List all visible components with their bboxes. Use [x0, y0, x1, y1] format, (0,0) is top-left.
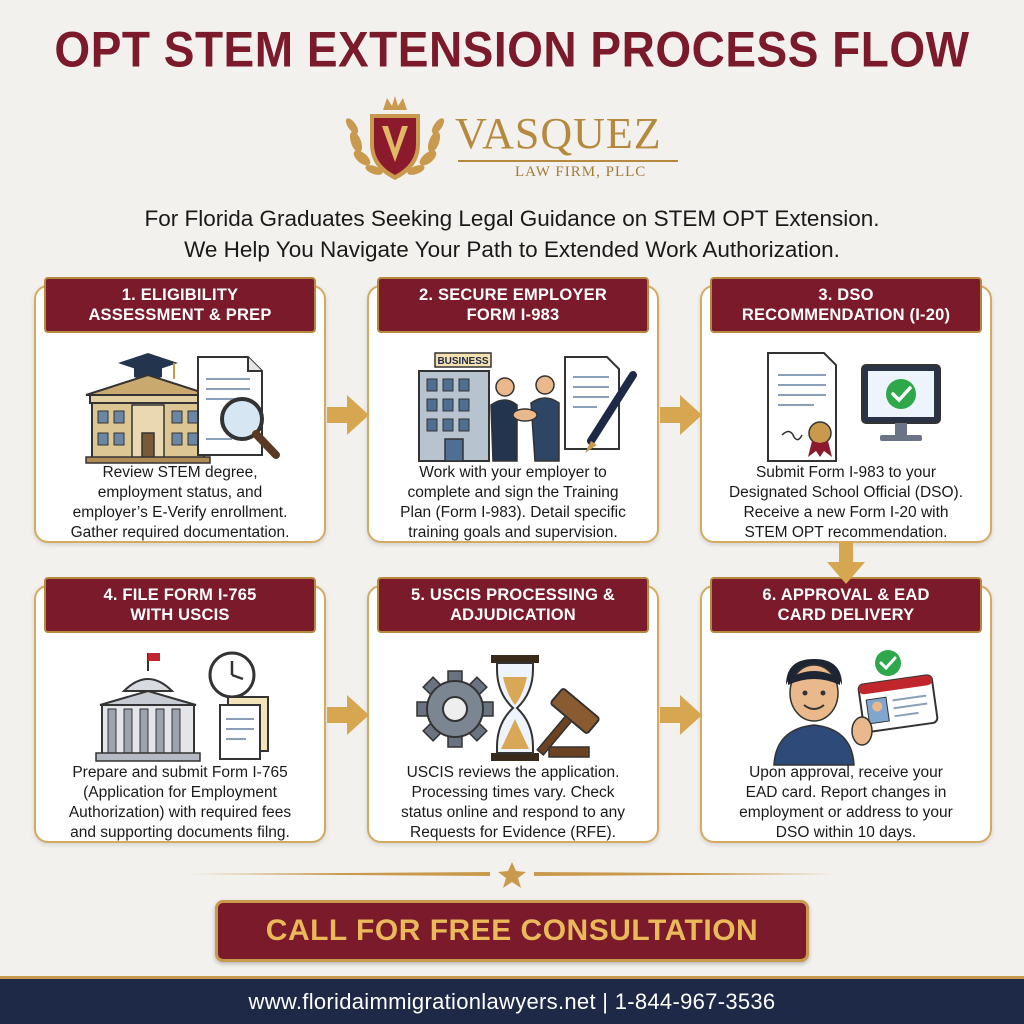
step-5-desc-line: status online and respond to any — [400, 804, 626, 821]
step-3-desc-line: Receive a new Form I-20 with — [743, 504, 949, 521]
step-5-header: 5. USCIS PROCESSING & ADJUDICATION — [377, 577, 649, 633]
step-6-desc-line: employment or address to your — [739, 804, 953, 821]
certificate-monitor-check-icon — [767, 352, 941, 462]
step-1-header: 1. ELIGIBILITY ASSESSMENT & PREP — [44, 277, 316, 333]
step-card-5: 5. USCIS PROCESSING & ADJUDICATION — [367, 577, 659, 843]
step-2-desc-line: training goals and supervision. — [408, 524, 618, 541]
step-2-desc-line: complete and sign the Training — [407, 484, 619, 501]
step-3-title-line-2: RECOMMENDATION (I-20) — [741, 306, 951, 324]
star-icon — [498, 862, 526, 888]
free-consultation-button[interactable]: CALL FOR FREE CONSULTATION — [215, 900, 809, 962]
step-4-description: Prepare and submit Form I-765 (Applicati… — [46, 763, 314, 843]
step-5-description: USCIS reviews the application. Processin… — [379, 763, 647, 843]
step-1-title-line-2: ASSESSMENT & PREP — [88, 306, 272, 324]
step-5-desc-line: USCIS reviews the application. — [406, 764, 620, 781]
arrow-right-icon — [327, 695, 369, 735]
step-6-desc-line: Upon approval, receive your — [749, 764, 943, 781]
step-2-description: Work with your employer to complete and … — [379, 463, 647, 543]
step-5-title-line-1: 5. USCIS PROCESSING & — [410, 586, 616, 604]
university-document-magnifier-icon — [85, 353, 280, 464]
step-3-description: Submit Form I-983 to your Designated Sch… — [712, 463, 980, 543]
arrow-down-icon — [827, 542, 865, 584]
step-2-desc-line: Work with your employer to — [419, 464, 607, 481]
step-1-title-line-1: 1. ELIGIBILITY — [121, 286, 239, 304]
gear-hourglass-gavel-icon — [416, 655, 600, 761]
step-1-desc-line: employment status, and — [97, 484, 263, 501]
step-4-desc-line: (Application for Employment — [83, 784, 277, 801]
firm-subtitle: LAW FIRM, PLLC — [515, 164, 647, 180]
step-card-1: 1. ELIGIBILITY ASSESSMENT & PREP — [34, 277, 326, 543]
step-5-desc-line: Processing times vary. Check — [411, 784, 615, 801]
contact-footer: www.floridaimmigrationlawyers.net | 1-84… — [0, 976, 1024, 1024]
step-card-2: 2. SECURE EMPLOYER FORM I-983 BUSINESS W… — [367, 277, 659, 543]
arrow-right-icon — [660, 695, 702, 735]
step-card-3: 3. DSO RECOMMENDATION (I-20) Submit Form… — [700, 277, 992, 543]
business-handshake-contract-icon: BUSINESS — [418, 352, 637, 462]
person-ead-card-check-icon — [773, 650, 939, 766]
step-5-desc-line: Requests for Evidence (RFE). — [410, 824, 616, 841]
step-6-description: Upon approval, receive your EAD card. Re… — [712, 763, 980, 843]
step-card-6: 6. APPROVAL & EAD CARD DELIVERY Upon app… — [700, 577, 992, 843]
step-3-title-line-1: 3. DSO — [818, 286, 874, 304]
page-title: OPT STEM EXTENSION PROCESS FLOW — [54, 20, 970, 78]
step-card-4: 4. FILE FORM I-765 WITH USCIS Prepare an… — [34, 577, 326, 843]
step-4-header: 4. FILE FORM I-765 WITH USCIS — [44, 577, 316, 633]
government-building-clock-documents-icon — [95, 651, 269, 762]
step-4-desc-line: Authorization) with required fees — [68, 804, 292, 821]
step-4-desc-line: Prepare and submit Form I-765 — [72, 764, 288, 781]
step-6-title-line-2: CARD DELIVERY — [777, 606, 915, 624]
step-2-header: 2. SECURE EMPLOYER FORM I-983 — [377, 277, 649, 333]
step-3-desc-line: Designated School Official (DSO). — [728, 484, 964, 501]
step-4-title-line-1: 4. FILE FORM I-765 — [103, 586, 257, 604]
step-2-title-line-1: 2. SECURE EMPLOYER — [419, 286, 607, 304]
crest-icon — [345, 96, 445, 180]
step-4-title-line-2: WITH USCIS — [130, 606, 230, 624]
step-3-header: 3. DSO RECOMMENDATION (I-20) — [710, 277, 982, 333]
step-3-desc-line: STEM OPT recommendation. — [744, 524, 948, 541]
step-4-desc-line: and supporting documents filng. — [70, 824, 290, 841]
arrow-right-icon — [327, 395, 369, 435]
intro-line-1: For Florida Graduates Seeking Legal Guid… — [144, 206, 880, 231]
step-3-desc-line: Submit Form I-983 to your — [755, 464, 937, 481]
firm-logo: VASQUEZ LAW FIRM, PLLC — [340, 92, 690, 188]
step-1-desc-line: employer’s E-Verify enrollment. — [72, 504, 288, 521]
logo-divider — [458, 160, 678, 162]
step-1-desc-line: Gather required documentation. — [70, 524, 290, 541]
firm-name: VASQUEZ — [455, 109, 662, 158]
star-divider — [190, 862, 834, 888]
step-5-title-line-2: ADJUDICATION — [450, 606, 576, 624]
step-1-description: Review STEM degree, employment status, a… — [46, 463, 314, 543]
intro-line-2: We Help You Navigate Your Path to Extend… — [184, 237, 840, 262]
arrow-right-icon — [660, 395, 702, 435]
step-6-desc-line: DSO within 10 days. — [775, 824, 917, 841]
intro-text: For Florida Graduates Seeking Legal Guid… — [0, 203, 1024, 265]
website-and-phone[interactable]: www.floridaimmigrationlawyers.net | 1-84… — [248, 988, 776, 1014]
step-1-desc-line: Review STEM degree, — [102, 464, 258, 481]
step-6-header: 6. APPROVAL & EAD CARD DELIVERY — [710, 577, 982, 633]
business-sign-label: BUSINESS — [437, 356, 488, 367]
step-2-desc-line: Plan (Form I-983). Detail specific — [400, 504, 626, 521]
step-6-title-line-1: 6. APPROVAL & EAD — [762, 586, 930, 604]
step-6-desc-line: EAD card. Report changes in — [745, 784, 947, 801]
step-2-title-line-2: FORM I-983 — [466, 306, 560, 324]
